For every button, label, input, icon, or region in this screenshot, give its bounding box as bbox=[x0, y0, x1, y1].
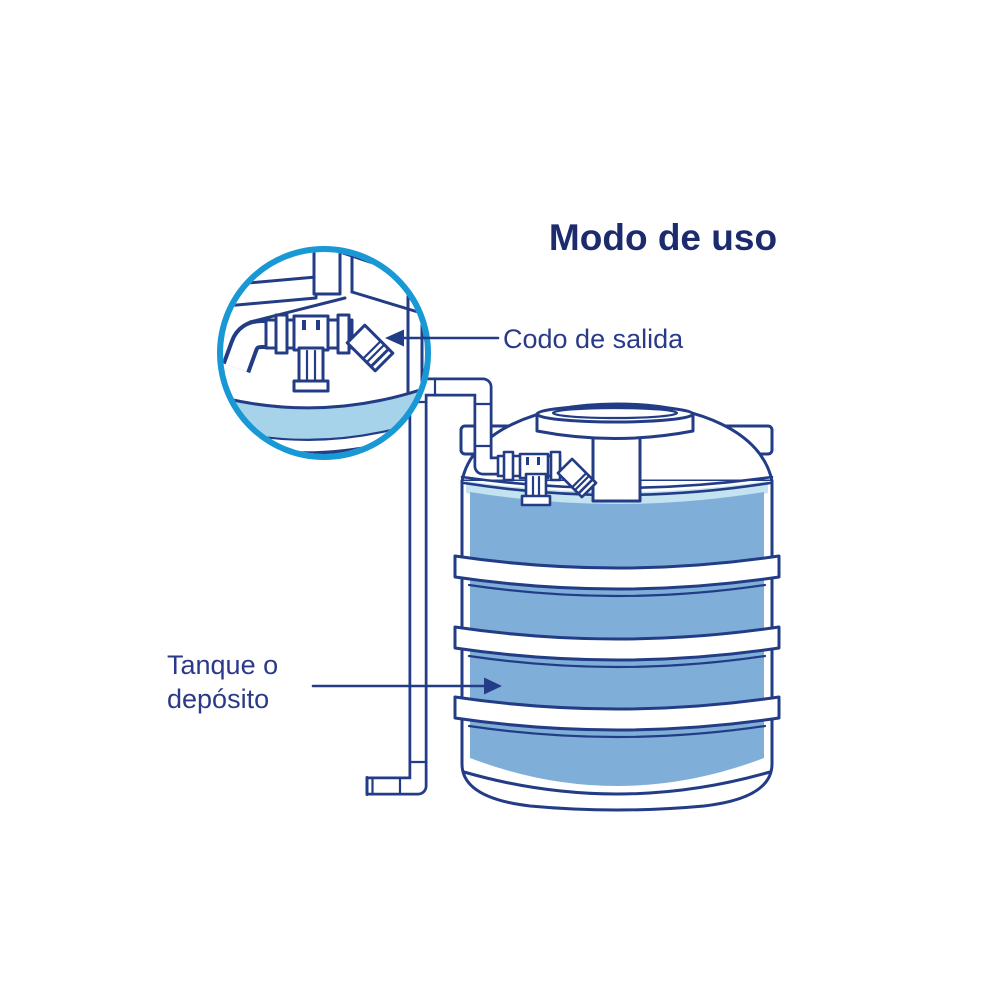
outlet-elbow bbox=[556, 457, 598, 499]
tanque-label-line1: Tanque o bbox=[167, 650, 279, 680]
outlet-elbow-fitting bbox=[496, 450, 598, 507]
fitting-coupling-right bbox=[549, 450, 562, 482]
tank-base-line bbox=[462, 770, 772, 796]
inset-dome-edge bbox=[248, 296, 347, 324]
annotations bbox=[311, 329, 502, 695]
inset-ring bbox=[217, 246, 431, 460]
tanque-label-line2: depósito bbox=[167, 684, 270, 714]
codo-label: Codo de salida bbox=[503, 324, 684, 354]
tank-graphic bbox=[453, 402, 781, 812]
tank-lid bbox=[535, 404, 695, 440]
inset-fitting-branch bbox=[297, 346, 325, 385]
page-title: Modo de uso bbox=[548, 217, 778, 258]
tank-outline bbox=[460, 479, 774, 812]
tanque-arrowhead bbox=[484, 677, 502, 695]
inset-water-light bbox=[223, 386, 425, 440]
inset-content bbox=[223, 252, 425, 454]
fitting-branch-foot bbox=[520, 494, 552, 507]
codo-arrowhead bbox=[385, 329, 404, 347]
tank-rib-rings bbox=[453, 554, 781, 739]
pipe-graphic bbox=[365, 377, 504, 796]
tanque-label: Tanque o depósito bbox=[167, 648, 278, 716]
fitting-coupling-left bbox=[502, 450, 515, 482]
lid-neck bbox=[591, 429, 642, 503]
inset-outlet-elbow bbox=[345, 323, 395, 373]
inset-fitting-tee bbox=[292, 314, 330, 352]
inset-pipe-vertical bbox=[312, 252, 342, 296]
magnifier-inset bbox=[217, 246, 431, 460]
